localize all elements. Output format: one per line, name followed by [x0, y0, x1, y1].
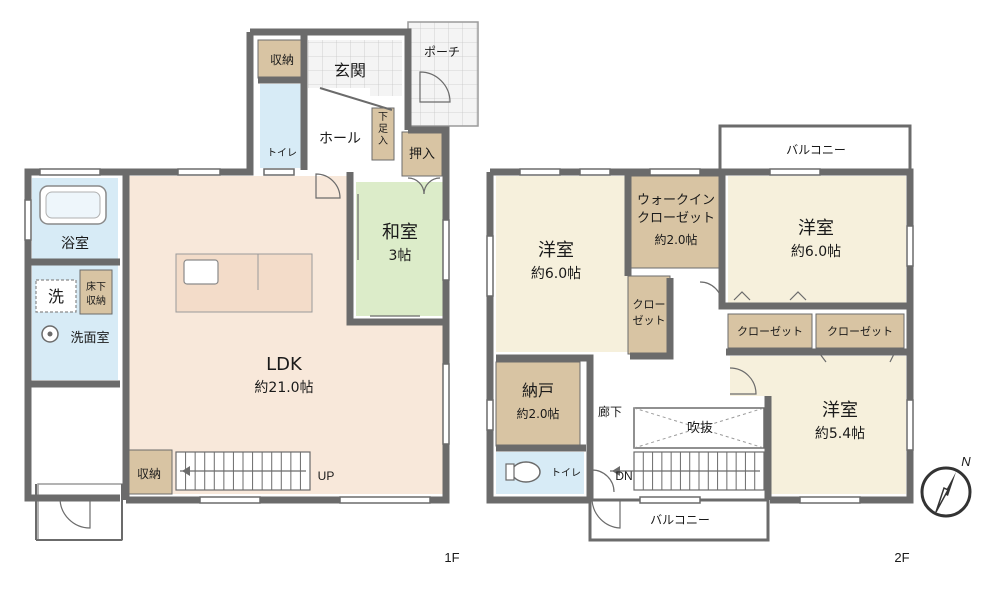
dn-label: DN [615, 469, 632, 483]
nando-size: 約2.0帖 [516, 406, 559, 421]
floor-2 [486, 124, 914, 542]
floor-2-label: 2F [894, 550, 909, 565]
walkin-sub-label: クローゼット [637, 211, 715, 226]
void-area [633, 407, 765, 449]
closet-small-label-2: ゼット [633, 314, 666, 327]
closet-b-label: クローゼット [827, 325, 893, 338]
genkan-label: 玄関 [334, 61, 366, 80]
underfloor-storage-area [79, 269, 113, 315]
washitsu-size: 3帖 [389, 248, 412, 264]
hall-area [304, 88, 370, 168]
balcony-top-area [718, 124, 912, 172]
stairs-1f [175, 451, 311, 491]
closet-small-label-1: クロー [633, 298, 666, 311]
washing-machine-icon [35, 279, 77, 313]
oshiire-label: 押入 [409, 147, 435, 162]
yoshitsu-left-area [496, 176, 628, 352]
corridor-label: 廊下 [598, 404, 622, 419]
yoshitsu-left-label: 洋室 [538, 240, 574, 261]
compass-north-label: N [961, 454, 971, 469]
shoe-cabinet-label: 下足入 [378, 112, 388, 147]
storage-top-area [257, 39, 307, 79]
walkin-area [629, 175, 721, 269]
toilet-1f-area [260, 84, 302, 168]
bath-label: 浴室 [61, 235, 89, 252]
washitsu-label: 和室 [382, 222, 418, 243]
closet-a-label: クローゼット [737, 325, 803, 338]
yoshitsu-br-size: 約5.4帖 [815, 426, 865, 442]
closet-a-area [727, 313, 813, 349]
ldk-size: 約21.0帖 [254, 380, 313, 396]
washroom-label: 洗面室 [70, 330, 109, 346]
balcony-bottom-label: バルコニー [650, 513, 710, 527]
yoshitsu-right-area [728, 176, 906, 306]
compass-icon: N [920, 454, 972, 518]
porch-label: ポーチ [424, 45, 460, 59]
yoshitsu-left-size: 約6.0帖 [531, 266, 581, 282]
underfloor-storage-label: 床下収納 [86, 280, 106, 307]
porch-area [407, 21, 479, 127]
nando-label: 納戸 [522, 381, 554, 400]
genkan-area [308, 40, 402, 96]
washitsu-area [356, 182, 444, 316]
closet-b-area [815, 313, 905, 349]
yoshitsu-right-size: 約6.0帖 [791, 244, 841, 260]
wash-mark-label: 洗 [48, 287, 64, 306]
yoshitsu-br-label: 洋室 [822, 400, 858, 421]
walkin-label: ウォークイン [637, 193, 715, 208]
hall-label: ホール [319, 131, 361, 147]
kitchen-sink-icon [183, 259, 219, 285]
walkin-size: 約2.0帖 [654, 232, 697, 247]
yoshitsu-right-label: 洋室 [798, 218, 834, 239]
yoshitsu-br-area [770, 356, 906, 494]
floor-1-label: 1F [444, 550, 459, 565]
storage-top-label: 収納 [270, 53, 294, 67]
floor-1 [24, 21, 479, 541]
nando-area [495, 361, 581, 447]
balcony-top-label: バルコニー [786, 143, 846, 157]
stairs-2f [610, 451, 765, 491]
toilet-1f-label: トイレ [267, 148, 297, 159]
toilet-2f-label: トイレ [551, 468, 581, 479]
toilet-bowl-icon [511, 461, 541, 483]
ldk-label: LDK [266, 354, 303, 375]
up-label: UP [318, 469, 335, 483]
void-label: 吹抜 [687, 420, 713, 436]
storage-stairs-label: 収納 [137, 467, 161, 481]
